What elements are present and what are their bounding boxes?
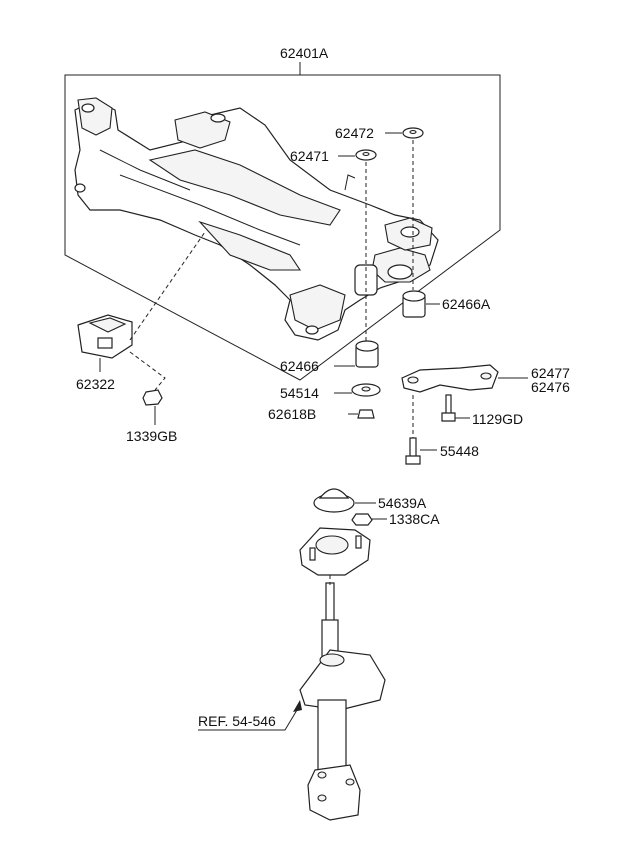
leader-reference [198, 704, 301, 731]
label-62401a: 62401A [280, 45, 329, 61]
strut-assembly [299, 575, 386, 821]
label-55448: 55448 [440, 443, 479, 459]
nut-1338ca [351, 513, 373, 526]
axis-62322 [129, 231, 206, 341]
label-reference: REF. 54-546 [198, 713, 276, 729]
washer-62472 [402, 127, 424, 139]
label-62477: 62477 [531, 365, 570, 381]
label-62466: 62466 [280, 358, 319, 374]
label-62322: 62322 [76, 376, 115, 392]
label-54639a: 54639A [378, 495, 427, 511]
nut-1339gb [142, 389, 163, 406]
washer-54514 [351, 383, 381, 397]
arrow-reference [293, 700, 302, 712]
mount-62322 [77, 314, 133, 359]
bolt-1129gd [441, 394, 456, 422]
label-62471: 62471 [290, 148, 329, 164]
label-62466a: 62466A [442, 296, 491, 312]
subframe-crossmember [74, 97, 439, 341]
label-1129gd: 1129GD [472, 411, 523, 427]
label-62476: 62476 [531, 379, 570, 395]
axis-1339gb [129, 351, 166, 391]
subframe-outline [64, 74, 501, 381]
label-62472: 62472 [335, 125, 374, 141]
insulator-54639a [313, 488, 355, 513]
stay-62477 [401, 364, 499, 393]
label-62618b: 62618B [268, 406, 316, 422]
label-1339gb: 1339GB [126, 428, 177, 444]
bushing-62466a [402, 290, 426, 318]
label-1338ca: 1338CA [389, 511, 440, 527]
bolt-55448 [405, 437, 421, 465]
washer-62471 [355, 149, 377, 161]
bushing-62466 [355, 340, 379, 368]
strut-mount [299, 527, 371, 576]
label-54514: 54514 [280, 385, 319, 401]
nut-62618b [357, 409, 375, 419]
